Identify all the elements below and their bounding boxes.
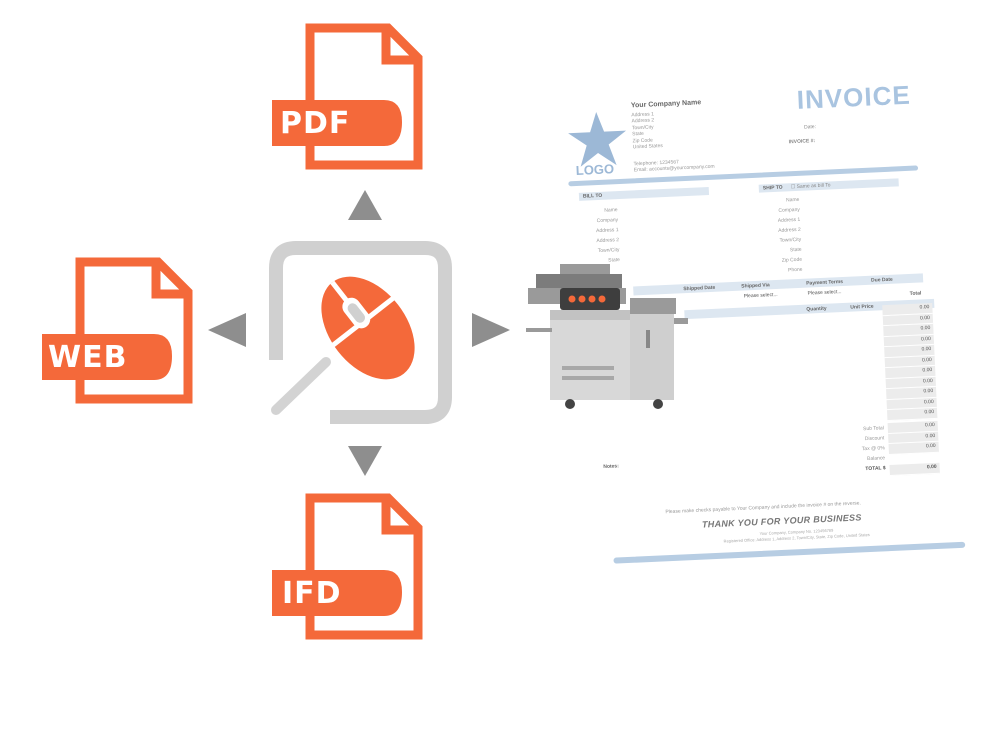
ship-to-label: SHIP TO [762, 184, 783, 192]
pdf-label: PDF [280, 106, 351, 141]
footer-text: Your Company, Company No. 123456789 Regi… [723, 527, 870, 544]
notes-label: Notes: [603, 463, 619, 471]
ifd-file-icon: IFD [268, 490, 428, 645]
invoice-logo-text: LOGO [575, 161, 615, 178]
quantity-header: Quantity [806, 305, 827, 313]
arrow-down-icon [348, 446, 382, 476]
invoice-title: INVOICE [796, 79, 912, 115]
shipped-via-select[interactable]: Please select... [743, 291, 778, 300]
due-date-header: Due Date [870, 276, 893, 284]
footer-divider [613, 541, 966, 564]
printer-icon [526, 258, 694, 410]
center-process-icon [268, 240, 453, 425]
unit-price-header: Unit Price [850, 303, 874, 311]
date-label: Date: [803, 124, 817, 131]
web-file-icon: WEB [38, 254, 198, 409]
ifd-label: IFD [282, 576, 342, 611]
invoice-document: LOGO INVOICE Your Company Name Address 1… [564, 77, 966, 573]
company-name: Your Company Name [630, 99, 702, 110]
total-header: Total [909, 290, 922, 297]
company-address: Address 1 Address 2 Town/City State Zip … [631, 111, 663, 151]
company-contact: Telephone: 1234567 Email: accounts@yourc… [633, 159, 715, 174]
web-label: WEB [48, 340, 128, 375]
invoice-number-label: INVOICE #: [788, 138, 816, 146]
logo-star-icon [568, 111, 627, 167]
bill-to-label: BILL TO [582, 192, 603, 200]
payment-terms-select[interactable]: Please select... [807, 289, 842, 297]
arrow-up-icon [348, 190, 382, 220]
arrow-right-icon [472, 313, 510, 347]
arrow-left-icon [208, 313, 246, 347]
summary-values: 0.00 0.00 0.00 0.00 [887, 420, 940, 476]
pdf-file-icon: PDF [268, 20, 428, 175]
mouse-click-icon [269, 241, 452, 424]
